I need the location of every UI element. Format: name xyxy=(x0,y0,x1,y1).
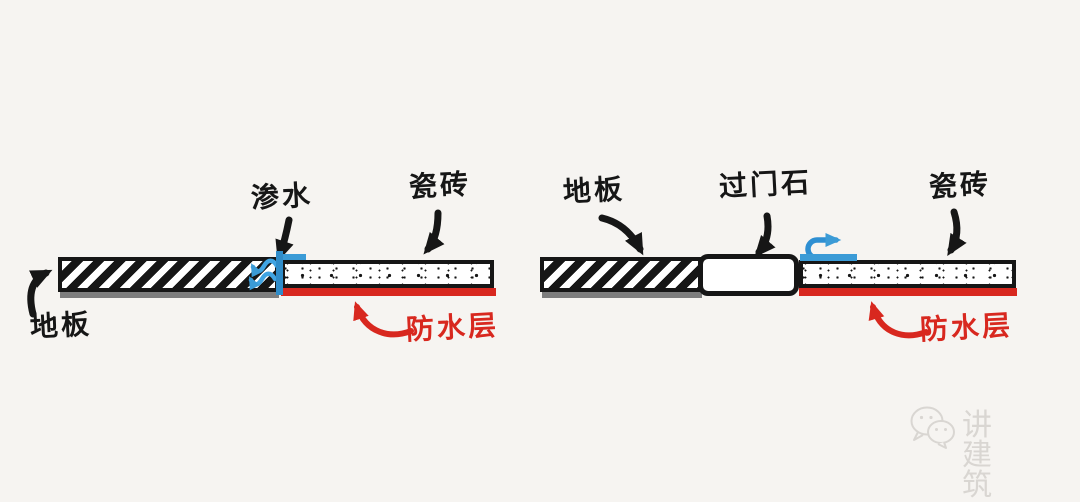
tile-arrow-right xyxy=(947,208,967,257)
threshold-stone xyxy=(698,254,799,296)
waterproof-arrow-left xyxy=(353,301,414,338)
floorboard-left xyxy=(58,257,279,292)
wechat-icon xyxy=(910,406,955,449)
tile-label-left: 瓷砖 xyxy=(408,168,472,203)
water-uturn-arrow xyxy=(805,232,842,261)
watermark-text: 讲建筑 xyxy=(962,409,993,502)
threshold-arrow xyxy=(754,212,776,258)
waterproof-layer-left xyxy=(281,288,496,296)
waterproof-label-left: 防水层 xyxy=(405,309,500,346)
waterproof-label-right: 防水层 xyxy=(919,309,1014,346)
annotation-arrows xyxy=(27,208,967,339)
waterproof-layer-right xyxy=(799,288,1017,296)
tile-right xyxy=(799,260,1016,288)
floor-arrow-left xyxy=(27,269,53,318)
threshold-label: 过门石 xyxy=(718,166,813,203)
floorboard-shadow-right xyxy=(542,292,702,298)
seepage-arrow xyxy=(275,216,294,262)
tile-left xyxy=(281,260,494,288)
floorboard-right xyxy=(540,257,702,292)
waterproof-arrow-right xyxy=(868,301,929,339)
canvas: { "colors": { "background": "#f6f4f1", "… xyxy=(27,166,1017,501)
tile-arrow-left xyxy=(423,209,445,255)
tile-label-right: 瓷砖 xyxy=(928,168,992,203)
floor-arrow-right xyxy=(598,214,644,256)
floor-label-left: 地板 xyxy=(29,308,93,343)
floorboard-shadow-left xyxy=(60,292,279,298)
seepage-label: 渗水 xyxy=(250,179,314,214)
floor-label-right: 地板 xyxy=(562,173,626,208)
